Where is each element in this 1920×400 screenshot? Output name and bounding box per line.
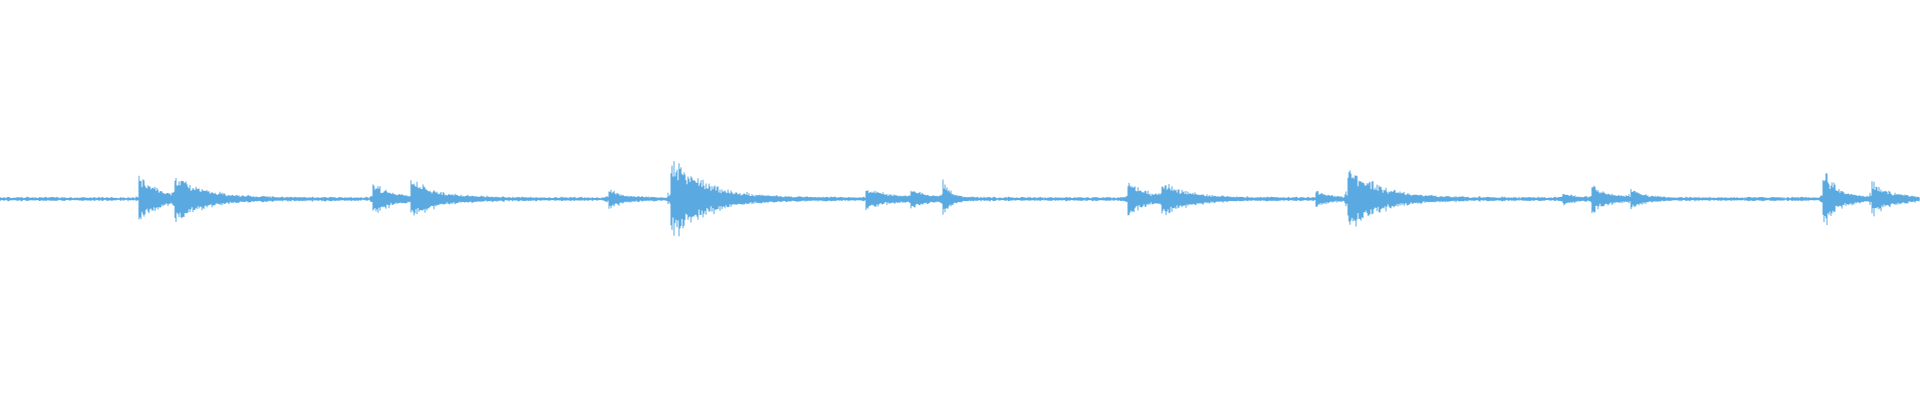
waveform-signal — [0, 161, 1920, 237]
